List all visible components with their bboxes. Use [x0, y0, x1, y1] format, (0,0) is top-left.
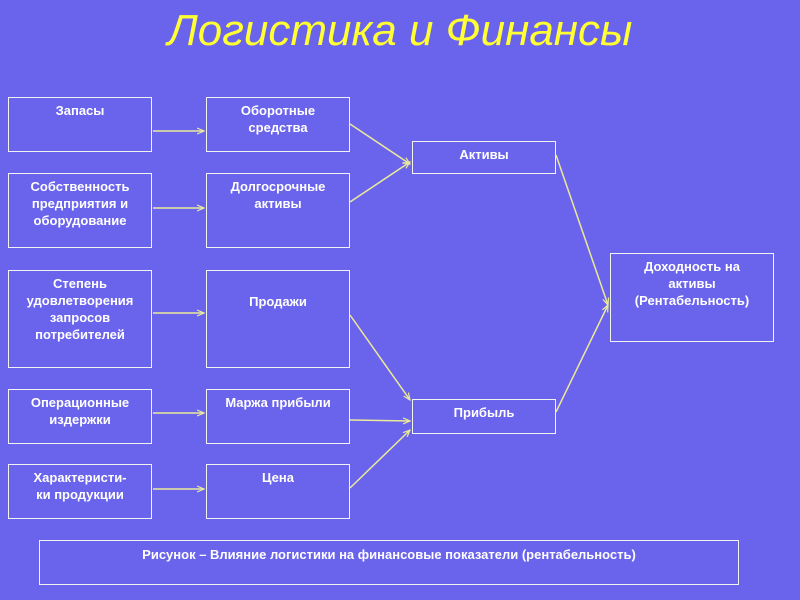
figure-caption: Рисунок – Влияние логистики на финансовы… — [39, 540, 739, 585]
arrow-prodazhi-pribyl — [349, 314, 410, 400]
box-sobstvennost: Собственность предприятия и оборудование — [8, 173, 152, 248]
arrow-pribyl-dokhodnost — [555, 305, 609, 413]
box-marzha: Маржа прибыли — [206, 389, 350, 444]
box-dokhodnost: Доходность на активы (Рентабельность) — [610, 253, 774, 342]
box-oborotnye: Оборотные средства — [206, 97, 350, 152]
page-title: Логистика и Финансы — [167, 6, 633, 55]
box-zapasy: Запасы — [8, 97, 152, 152]
box-dolgosrochnye: Долгосрочные активы — [206, 173, 350, 248]
arrow-marzha-pribyl — [349, 420, 410, 421]
arrow-tsena-pribyl — [349, 430, 410, 489]
box-operatsionnye: Операционные издержки — [8, 389, 152, 444]
box-stepen: Степень удовлетворения запросов потребит… — [8, 270, 152, 368]
box-prodazhi: Продажи — [206, 270, 350, 368]
box-tsena: Цена — [206, 464, 350, 519]
box-pribyl: Прибыль — [412, 399, 556, 434]
box-aktivy: Активы — [412, 141, 556, 174]
arrow-oborotnye-aktivy — [349, 123, 410, 164]
box-kharakteristiki: Характеристи- ки продукции — [8, 464, 152, 519]
arrow-aktivy-dokhodnost — [555, 154, 608, 305]
arrow-dolgosrochnye-aktivy — [349, 162, 410, 203]
